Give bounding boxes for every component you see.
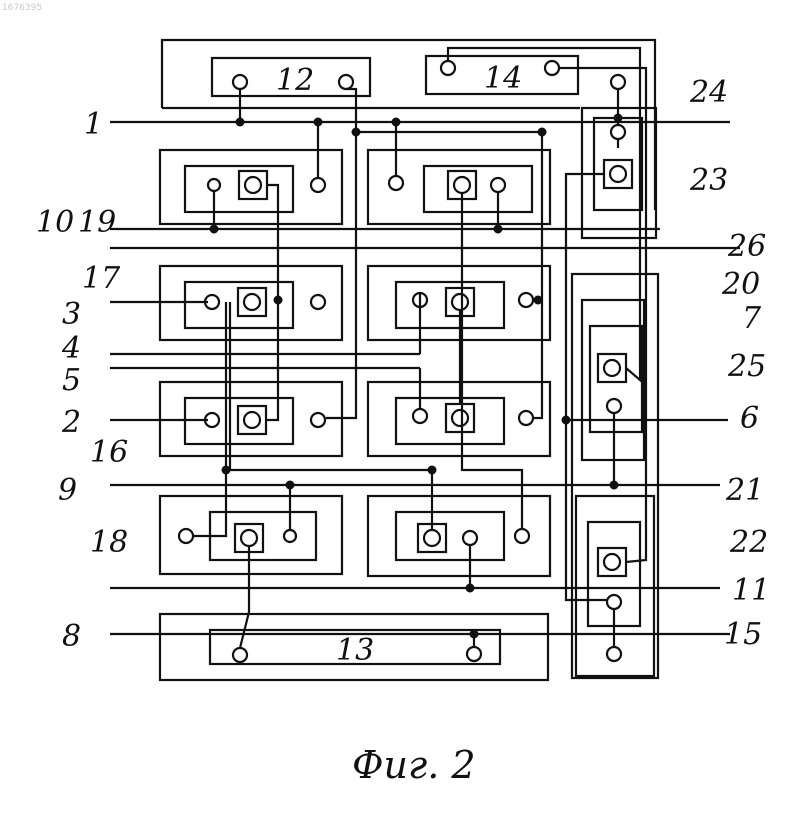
label-7: 7 xyxy=(742,301,762,336)
label-16: 16 xyxy=(90,435,128,470)
label-17: 17 xyxy=(82,261,121,296)
label-12: 12 xyxy=(276,63,314,98)
label-15: 15 xyxy=(724,617,762,652)
figure-caption: Фиг. 2 xyxy=(352,743,476,787)
label-6: 6 xyxy=(740,401,759,436)
label-20: 20 xyxy=(721,267,760,302)
label-2: 2 xyxy=(61,405,81,440)
label-5: 5 xyxy=(62,363,81,398)
pad-13-contact-left xyxy=(233,648,247,662)
label-26: 26 xyxy=(727,229,766,264)
label-13: 13 xyxy=(336,633,374,668)
pad-13-contact-right xyxy=(467,647,481,661)
label-4: 4 xyxy=(61,331,81,366)
label-21: 21 xyxy=(725,473,764,508)
label-22: 22 xyxy=(729,525,768,560)
pad-12-contact-left xyxy=(233,75,247,89)
interconnect-wiring xyxy=(193,48,646,648)
label-24: 24 xyxy=(689,75,728,110)
label-14: 14 xyxy=(484,61,522,96)
label-23: 23 xyxy=(689,163,728,198)
label-8: 8 xyxy=(62,619,81,654)
label-11: 11 xyxy=(732,573,770,608)
label-18: 18 xyxy=(90,525,128,560)
pad-14-contact-left xyxy=(441,61,455,75)
label-25: 25 xyxy=(727,349,766,384)
left-cells xyxy=(160,150,342,574)
label-9: 9 xyxy=(58,473,77,508)
label-19: 19 xyxy=(78,205,116,240)
label-1: 1 xyxy=(84,107,103,142)
pad-12-contact-right xyxy=(339,75,353,89)
label-3: 3 xyxy=(62,297,81,332)
cell-left-row4 xyxy=(160,496,342,574)
label-10: 10 xyxy=(36,205,74,240)
document-number: 1676395 xyxy=(2,3,42,13)
pad-14-contact-right xyxy=(545,61,559,75)
